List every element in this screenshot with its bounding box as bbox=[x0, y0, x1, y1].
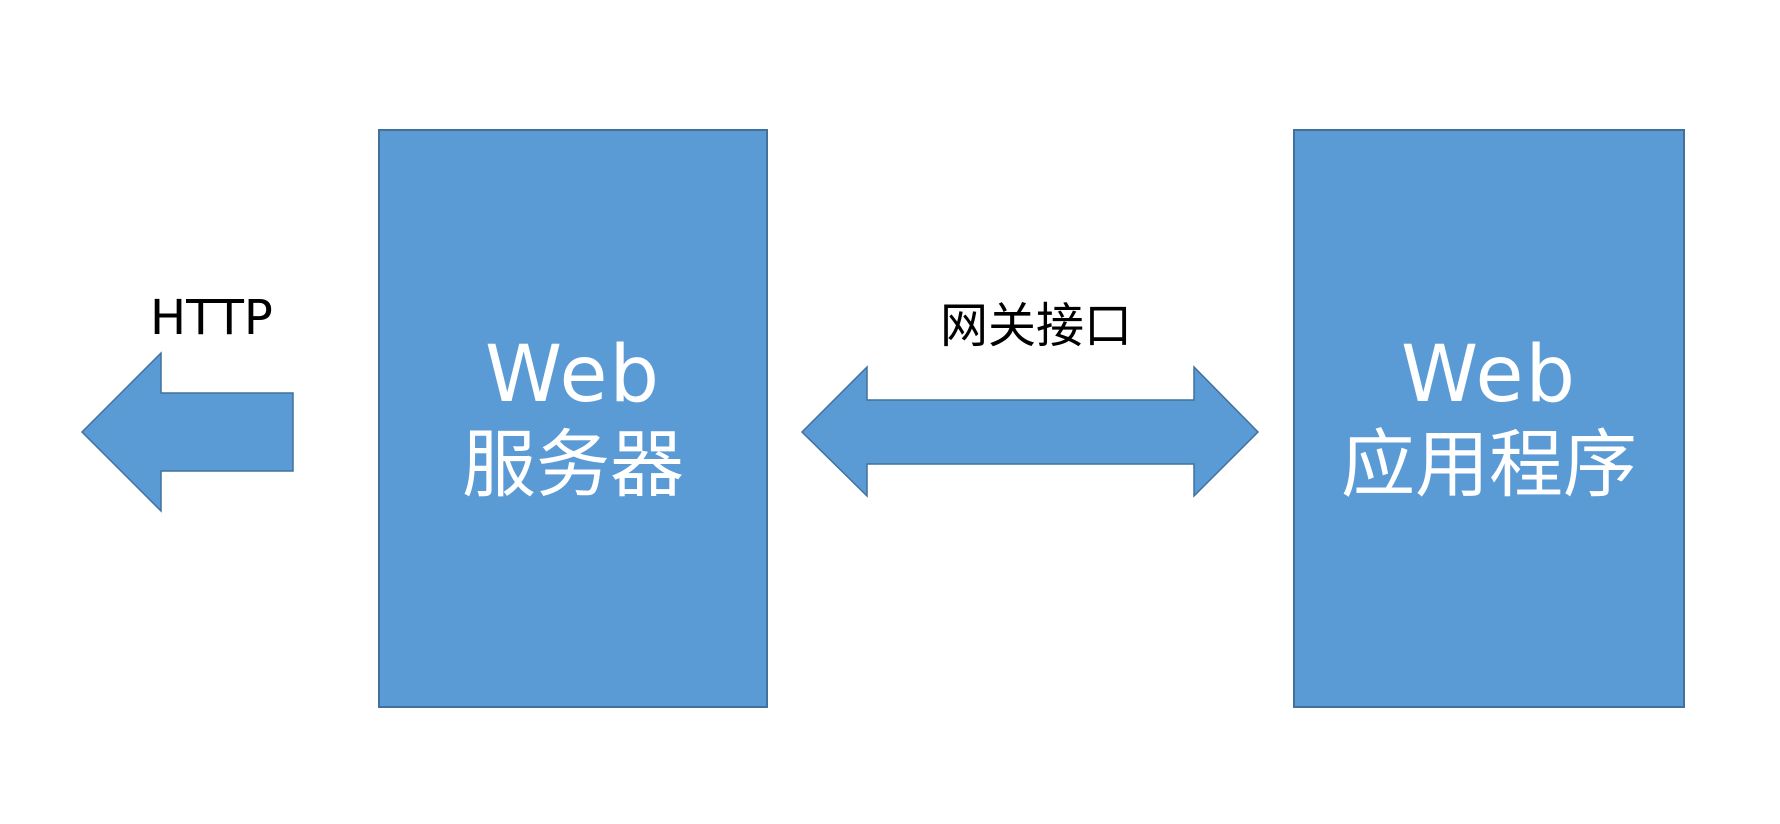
http-left-arrow bbox=[80, 351, 294, 513]
web-application-line2: 应用程序 bbox=[1341, 421, 1637, 508]
web-application-line1: Web bbox=[1400, 329, 1578, 420]
web-application-box: Web 应用程序 bbox=[1293, 129, 1685, 708]
gateway-double-arrow bbox=[800, 365, 1260, 498]
web-server-line1: Web bbox=[484, 329, 662, 420]
web-server-line2: 服务器 bbox=[462, 421, 684, 508]
http-label: HTTP bbox=[150, 290, 273, 346]
gateway-interface-label: 网关接口 bbox=[940, 298, 1133, 354]
web-server-box: Web 服务器 bbox=[378, 129, 768, 708]
